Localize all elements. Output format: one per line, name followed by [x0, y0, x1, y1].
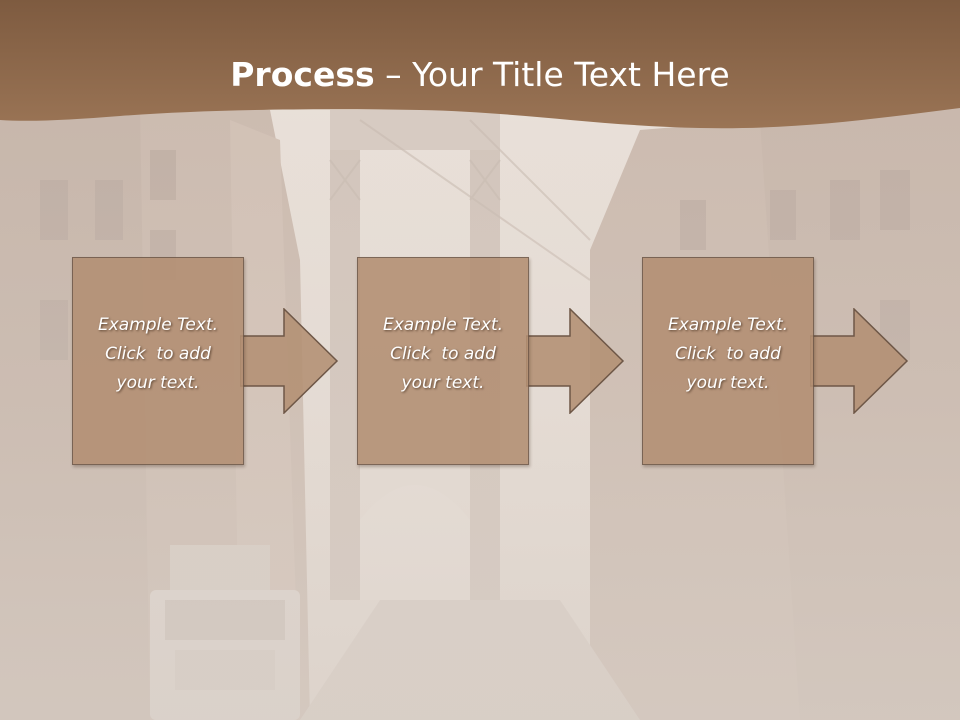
- arrow-icon: [810, 308, 909, 414]
- step-text-line: Example Text.: [382, 315, 504, 335]
- step-text-line: Click to add: [390, 344, 496, 364]
- process-step-2[interactable]: Example Text. Click to add your text.: [357, 257, 529, 465]
- step-box: [642, 257, 814, 465]
- slide-title: Process – Your Title Text Here: [0, 52, 960, 98]
- process-step-1[interactable]: Example Text. Click to add your text.: [72, 257, 244, 465]
- step-text-line: Example Text.: [667, 315, 789, 335]
- step-text[interactable]: Example Text. Click to add your text.: [642, 311, 814, 398]
- arrow-icon: [240, 308, 339, 414]
- step-box: [72, 257, 244, 465]
- process-step-3[interactable]: Example Text. Click to add your text.: [642, 257, 814, 465]
- step-text-line: Click to add: [105, 344, 211, 364]
- step-text-line: your text.: [116, 373, 200, 393]
- step-box: [357, 257, 529, 465]
- header-band: [0, 0, 960, 129]
- title-rest: – Your Title Text Here: [374, 55, 730, 94]
- arrow-icon: [526, 308, 625, 414]
- step-text[interactable]: Example Text. Click to add your text.: [357, 311, 529, 398]
- step-text[interactable]: Example Text. Click to add your text.: [72, 311, 244, 398]
- step-text-line: your text.: [401, 373, 485, 393]
- step-text-line: your text.: [686, 373, 770, 393]
- step-text-line: Click to add: [675, 344, 781, 364]
- step-text-line: Example Text.: [97, 315, 219, 335]
- title-bold: Process: [230, 55, 375, 94]
